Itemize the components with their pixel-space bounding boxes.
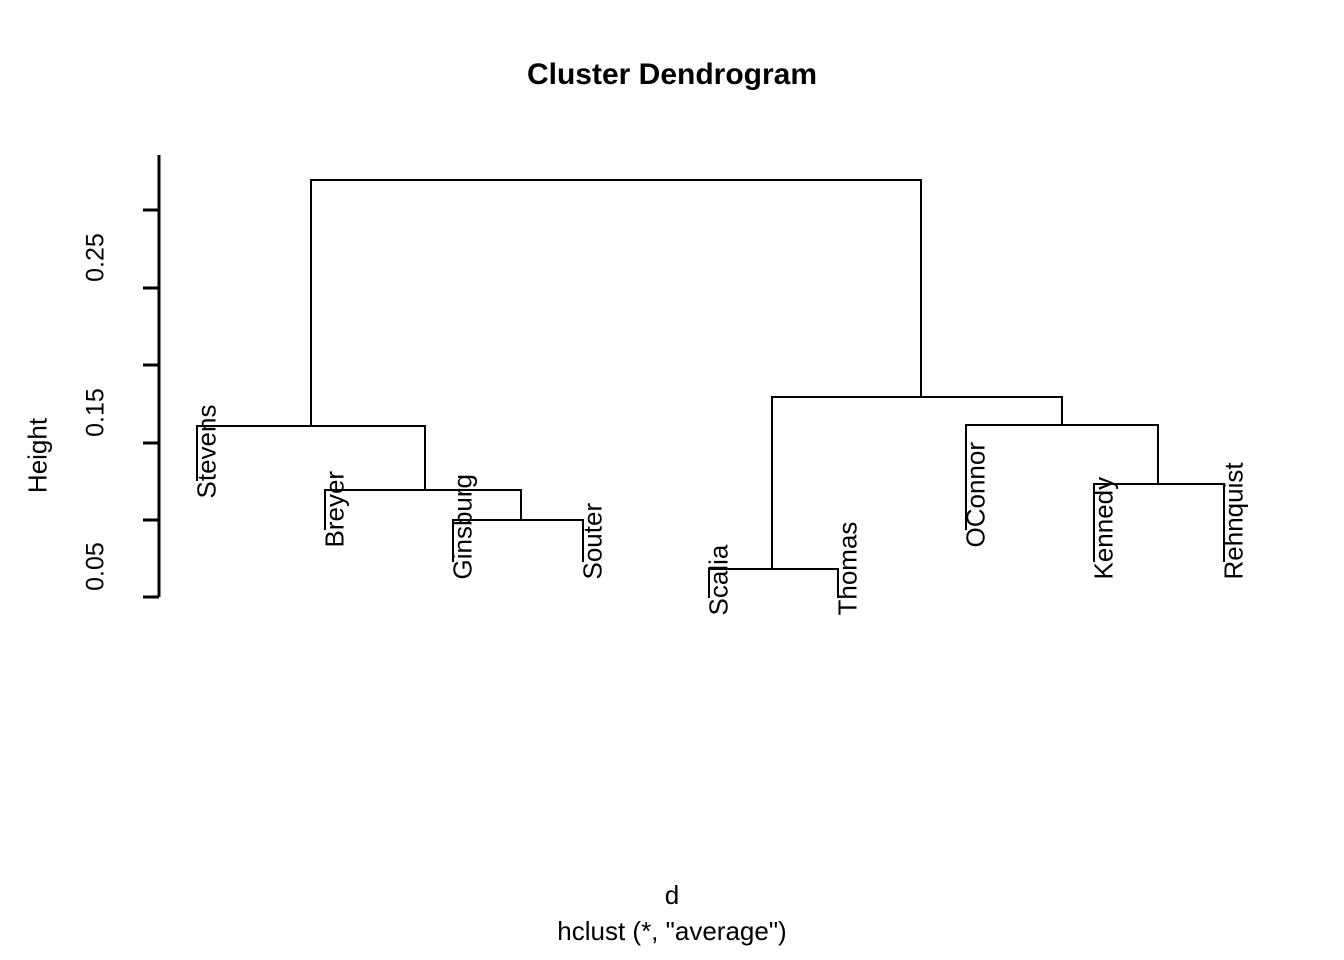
merge-liberal-cluster	[195, 424, 427, 490]
merge-scalia-thomas	[707, 567, 840, 598]
merge-ginsburg-souter	[451, 518, 585, 562]
chart-subtitle: hclust (*, "average")	[557, 916, 787, 946]
merge-root	[309, 178, 923, 426]
merge-oconnor-kennedy-rehnquist	[964, 423, 1160, 530]
merge-breyer-ginsburg-souter	[323, 488, 523, 530]
merge-conservative-cluster	[770, 395, 1064, 569]
merge-kennedy-rehnquist	[1092, 482, 1226, 562]
page-title: Cluster Dendrogram	[526, 58, 818, 91]
x-axis-title: d	[664, 880, 680, 910]
